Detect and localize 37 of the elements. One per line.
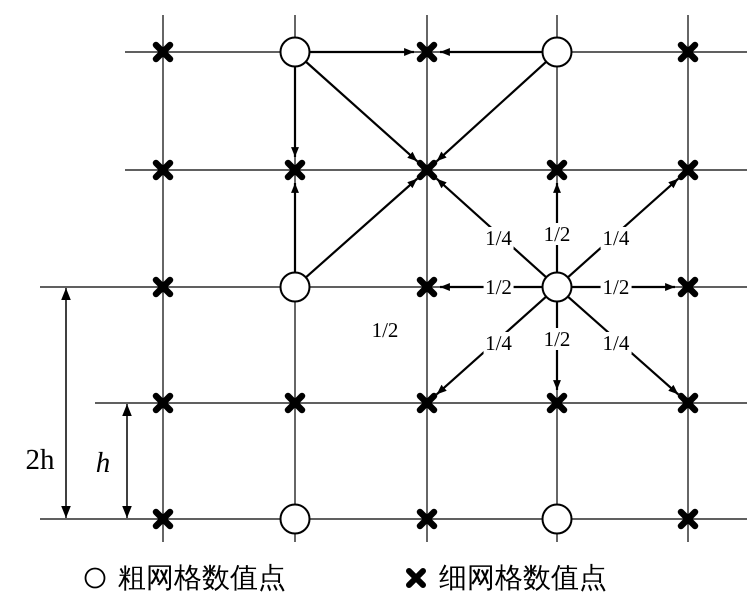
cross-marker bbox=[677, 508, 699, 530]
arrow bbox=[436, 61, 547, 162]
legend-text: 细网格数值点 bbox=[439, 562, 607, 594]
cross-marker bbox=[152, 392, 174, 414]
arrow bbox=[291, 183, 299, 272]
cross-marker bbox=[416, 276, 438, 298]
legend-text: 粗网格数值点 bbox=[118, 562, 286, 594]
cross-marker bbox=[284, 392, 306, 414]
circle-marker bbox=[279, 503, 311, 535]
edge-label: 1/4 bbox=[483, 332, 514, 354]
cross-marker bbox=[677, 159, 699, 181]
circle-marker bbox=[541, 271, 573, 303]
cross-marker bbox=[416, 41, 438, 63]
cross-marker bbox=[152, 508, 174, 530]
cross-marker bbox=[546, 392, 568, 414]
cross-marker bbox=[677, 392, 699, 414]
arrow bbox=[291, 67, 299, 157]
arrow bbox=[305, 61, 418, 162]
cross-marker bbox=[152, 276, 174, 298]
circle-marker bbox=[279, 36, 311, 68]
circle-marker bbox=[279, 271, 311, 303]
cross-marker bbox=[416, 508, 438, 530]
cross-marker bbox=[284, 159, 306, 181]
edge-label: 1/4 bbox=[600, 227, 632, 250]
circle-marker bbox=[541, 36, 573, 68]
cross-marker bbox=[152, 159, 174, 181]
cross-marker bbox=[677, 276, 699, 298]
cross-marker bbox=[416, 392, 438, 414]
circle-marker bbox=[541, 503, 573, 535]
dimension-label: 2h bbox=[24, 449, 56, 471]
cross-marker bbox=[677, 41, 699, 63]
cross-marker bbox=[546, 159, 568, 181]
arrow bbox=[306, 178, 418, 278]
cross-marker bbox=[152, 41, 174, 63]
arrow bbox=[440, 48, 542, 56]
arrow bbox=[310, 48, 414, 56]
cross-marker bbox=[416, 159, 438, 181]
